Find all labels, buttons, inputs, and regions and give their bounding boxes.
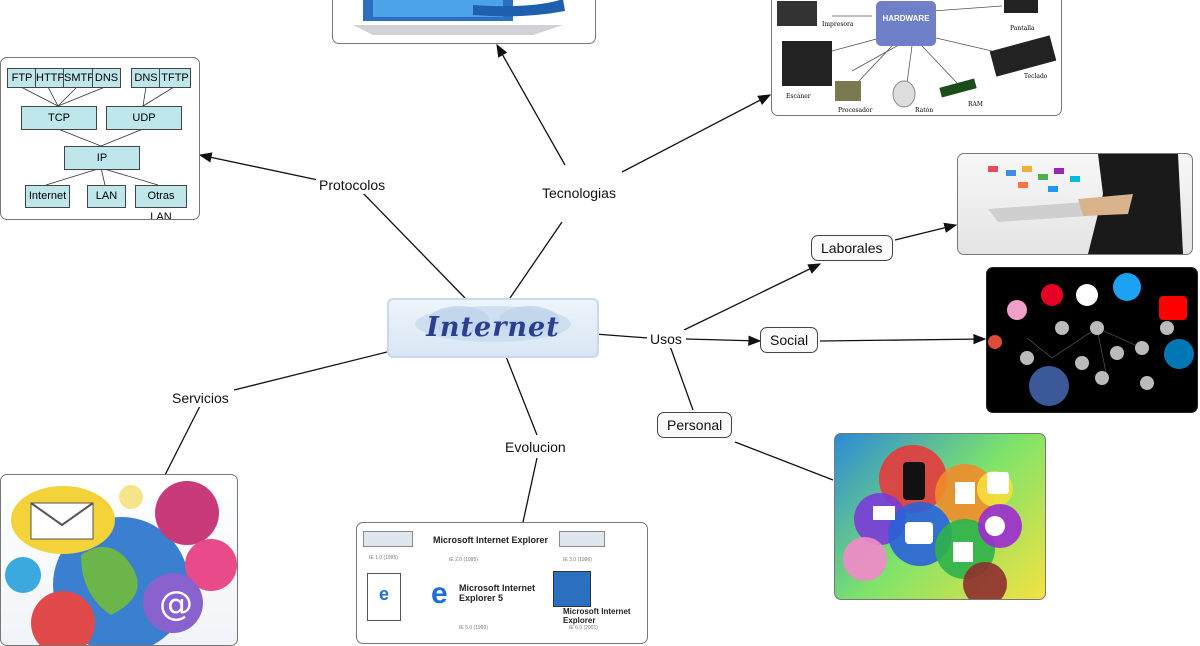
edge-tecnologias-hardware (621, 94, 772, 173)
box-laborales: Laborales (811, 235, 893, 261)
internet-node: Internet (387, 298, 599, 358)
edge-laborales-image (894, 222, 958, 241)
ie-version-5: IE 5.0 (1999) (459, 625, 488, 631)
edge-tecnologias-laptop (496, 43, 566, 166)
box-social: Social (760, 327, 819, 353)
label-evolucion: Evolucion (502, 438, 569, 456)
edge-internet-servicios (233, 351, 388, 391)
ie1-logo-icon (363, 531, 413, 547)
label-protocolos: Protocolos (316, 176, 389, 194)
hardware-image: HARDWARE Impresora Pantalla Teclado Escá… (771, 0, 1062, 116)
edge-evolucion-image (522, 457, 538, 523)
network-cloud-icon (415, 306, 571, 342)
services-icons: @ (5, 481, 237, 645)
edge-protocolos-image (198, 152, 319, 181)
protocols-diagram-image: FTP HTTP SMTP DNS DNS TFTP TCP UDP IP In… (0, 57, 200, 220)
edge-social-image (819, 333, 987, 345)
protocol-smtp: SMTP (63, 68, 95, 88)
edge-personal-image (734, 441, 834, 481)
box-personal: Personal (657, 412, 733, 438)
laptop-image (332, 0, 596, 44)
protocol-http: HTTP (35, 68, 65, 88)
ie-logo-text-1: Microsoft Internet Explorer (433, 535, 549, 545)
hw-ram: RAM (968, 101, 983, 108)
hardware-title: HARDWARE (876, 1, 936, 46)
svg-text:@: @ (159, 584, 193, 624)
protocol-udp: UDP (106, 106, 182, 130)
ie-version-1: IE 1.0 (1995) (369, 555, 398, 561)
hw-procesador: Procesador (838, 107, 873, 114)
hardware-links (777, 0, 1057, 108)
services-image: @ (0, 474, 238, 646)
net-lan: LAN (87, 185, 126, 208)
ie-evolution-image: IE 1.0 (1995) Microsoft Internet Explore… (356, 522, 648, 644)
business-person-image (957, 153, 1193, 255)
ie3-logo-icon (559, 531, 605, 547)
edge-servicios-image (164, 405, 201, 476)
net-otras-lan: Otras LAN (135, 185, 187, 219)
edge-usos-laborales (683, 263, 822, 331)
ie6-logo-icon (553, 571, 591, 607)
label-servicios: Servicios (169, 389, 232, 407)
net-internet: Internet (25, 185, 70, 208)
personal-apps-icons (843, 445, 1022, 599)
ie4-logo-icon: e (367, 573, 401, 621)
ie-version-2: IE 2.0 (1995) (449, 557, 478, 563)
protocol-ftp: FTP (7, 68, 37, 88)
ie-logo-text-2: Microsoft Internet Explorer 5 (459, 583, 536, 603)
edge-internet-evolucion (504, 353, 538, 436)
protocol-links (20, 86, 175, 186)
label-tecnologias: Tecnologias (539, 184, 619, 202)
social-network-icons (988, 273, 1194, 406)
protocol-tcp: TCP (21, 106, 97, 130)
hw-raton: Ratón (915, 107, 934, 114)
laptop-icon (353, 0, 565, 35)
connector-lines (164, 43, 987, 523)
hw-pantalla: Pantalla (1010, 25, 1035, 32)
ie-version-3: IE 3.0 (1996) (563, 557, 592, 563)
social-network-image (986, 267, 1198, 413)
edge-internet-protocolos (359, 189, 466, 299)
protocol-dns-2: DNS (131, 68, 161, 88)
protocol-dns: DNS (92, 68, 121, 88)
ie-version-6: IE 6.0 (2001) (569, 625, 598, 631)
edge-usos-social (685, 335, 762, 346)
hw-teclado: Teclado (1024, 73, 1048, 80)
personal-apps-image (834, 433, 1046, 600)
edge-internet-usos (594, 333, 649, 339)
edge-internet-tecnologias (509, 221, 563, 299)
protocol-ip: IP (64, 146, 140, 170)
ie5-e-icon: e (431, 577, 448, 610)
internet-title: Internet (426, 312, 560, 343)
ie-logo-text-3: Microsoft Internet Explorer (563, 607, 631, 625)
edge-usos-personal (669, 345, 694, 411)
business-person-icon (988, 154, 1183, 254)
label-usos: Usos (647, 330, 685, 348)
hw-impresora: Impresora (822, 21, 854, 28)
protocol-tftp: TFTP (159, 68, 191, 88)
hw-escaner: Escáner (786, 93, 811, 100)
